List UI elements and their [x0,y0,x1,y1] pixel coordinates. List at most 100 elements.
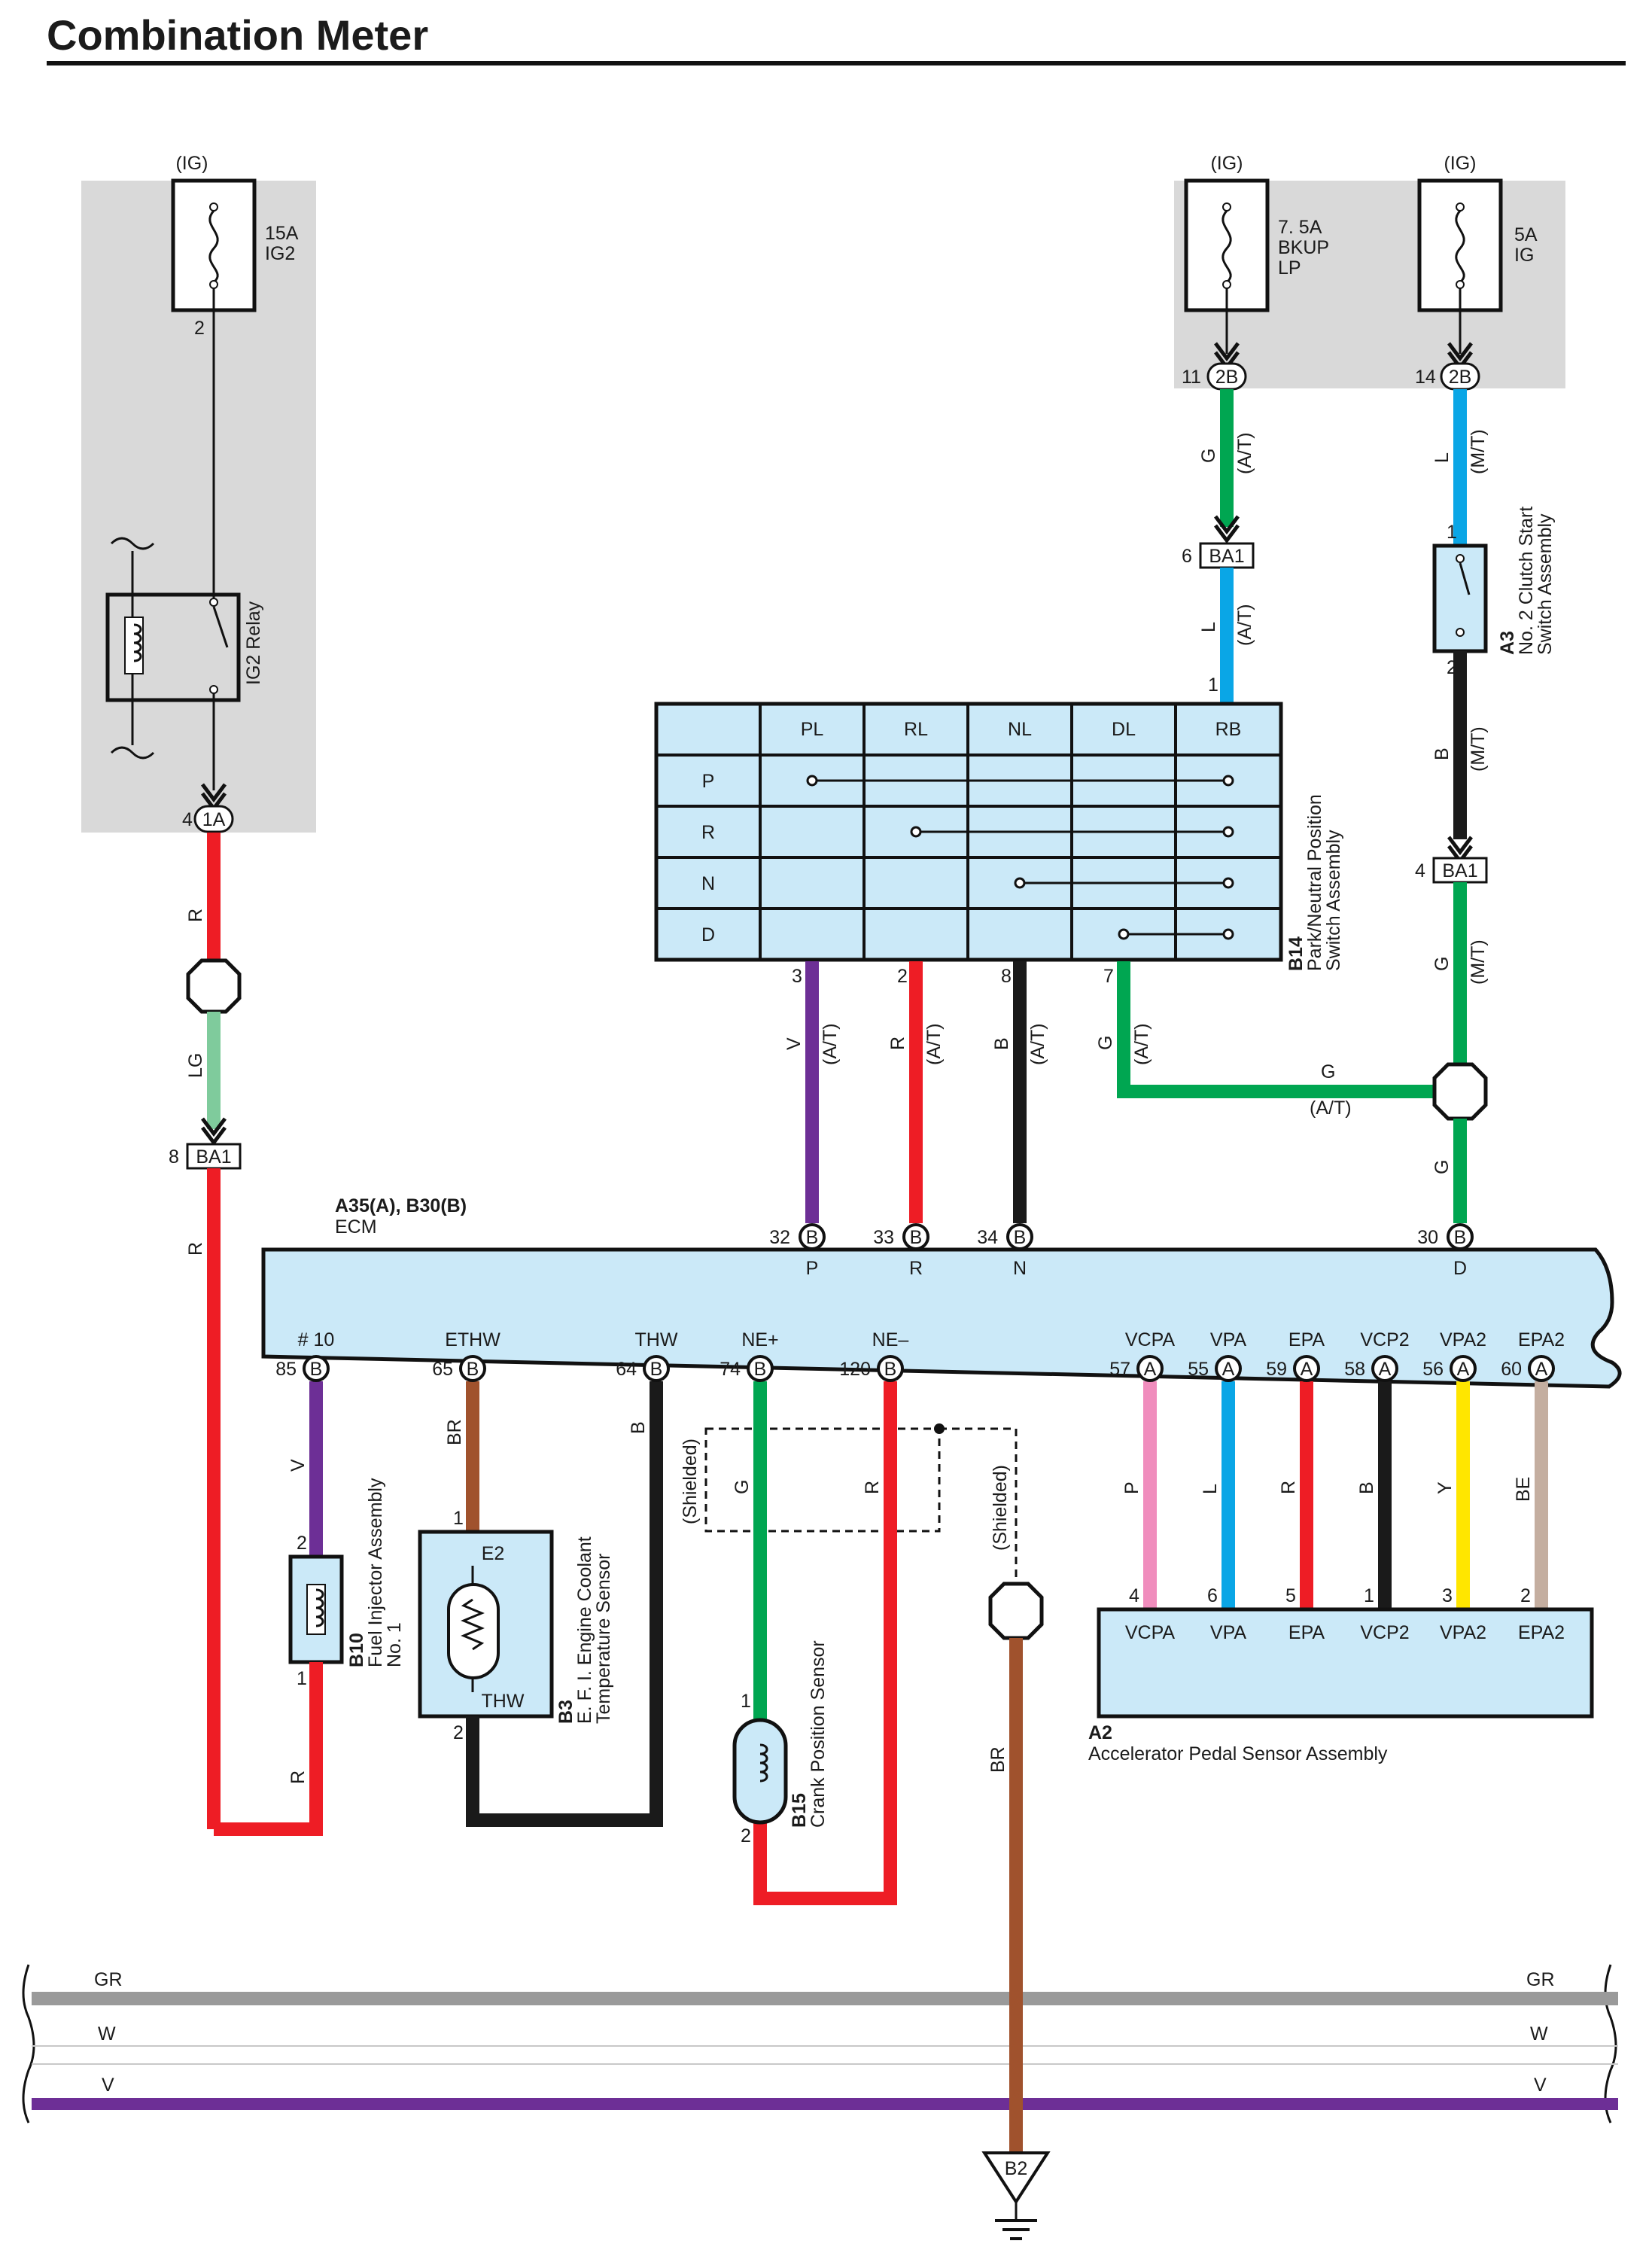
wire-p-label: P [1121,1481,1142,1494]
ecm-code: A35(A), B30(B) [335,1195,467,1216]
pin-circle [1136,1355,1164,1382]
accel-sensor-name: Accelerator Pedal Sensor Assembly [1088,1743,1388,1764]
ground-label: B2 [1005,2158,1028,2179]
wire-r-label: R [185,1242,206,1256]
ecm-body [261,1247,1622,1389]
wire-r-nem [753,1381,897,1905]
bkup-fuse-body [1184,178,1270,312]
switch-contact-icon [1456,628,1465,637]
fuse-terminal-icon [1222,202,1231,212]
coolant-term-top: E2 [482,1543,505,1564]
relay-break-icon [110,537,155,550]
accel-pin: 4 [1129,1585,1139,1606]
pin-conn: B [806,1227,819,1248]
ecm-pin-label: NE+ [741,1329,778,1350]
pin-conn: A [1144,1359,1157,1380]
pin-conn: B [310,1359,323,1380]
wire-r-label: R [288,1770,309,1784]
connector-ba1-top-pin: 6 [1182,546,1192,567]
fuse-element-icon [1455,209,1465,284]
pin-num: 74 [720,1359,741,1380]
bus-gr-label-left: GR [94,1969,123,1990]
wire-br-label: BR [444,1419,465,1445]
connector-ba1-left-label: BA1 [196,1146,231,1168]
pin-num: 58 [1344,1359,1365,1380]
bkup-fuse-rating: 7. 5A [1278,217,1322,238]
accel-term-label: VPA2 [1440,1622,1486,1643]
coolant-sensor-line2: Temperature Sensor [593,1553,614,1724]
ig2-fuse: (IG) 15A IG2 2 [171,153,299,339]
ig2-fuse-pin: 2 [194,318,205,339]
shield-node-icon [934,1423,945,1434]
accel-term-label: VPA [1210,1622,1246,1643]
fuse-element-icon [1222,209,1232,284]
pin-num: 64 [616,1359,637,1380]
continuity-dot-icon [1222,775,1234,787]
pnp-switch-line2: Switch Assembly [1323,830,1344,971]
bkup-fuse-name2: LP [1278,257,1301,279]
crank-sensor-code: B15 [789,1793,810,1828]
ecm-pin-label: VPA [1210,1329,1246,1350]
wire-at-label: (A/T) [1131,1023,1152,1065]
page-title: Combination Meter [47,11,428,59]
pin-num: 65 [432,1359,453,1380]
coil-icon [759,1743,768,1783]
ecm-pin-label: EPA [1288,1329,1325,1350]
ecm-name: ECM [335,1216,377,1238]
clutch-start-switch: 1 2 A3 No. 2 Clutch Start Switch Assembl… [1432,507,1556,678]
pin-label: P [806,1258,819,1279]
pin-circle [747,1355,774,1382]
coolant-sensor-line1: E. F. I. Engine Coolant [574,1536,595,1724]
accel-sensor-body [1097,1607,1594,1719]
fuse-terminal-icon [1456,280,1465,289]
ecm-bottom-pin: A 59 [1266,1355,1320,1382]
accel-term-label: EPA2 [1518,1622,1565,1643]
pnp-col-header: PL [801,719,824,740]
clutch-switch-line2: Switch Assembly [1535,513,1556,655]
relay-contact-icon [209,598,218,607]
wire-g-label: G [1431,957,1453,971]
pin-num: 33 [873,1227,894,1248]
accel-sensor-code: A2 [1088,1722,1112,1743]
pnp-row-header: D [701,924,715,945]
pin-conn: A [1535,1359,1548,1380]
wire-lg-label: LG [185,1053,206,1078]
ecm-pin-label: EPA2 [1518,1329,1565,1350]
ig2-relay: IG2 Relay [105,537,264,760]
injector-pin-bot: 1 [297,1668,307,1689]
splice-junction [1432,1062,1488,1121]
coolant-temp-sensor: E2 THW B3 E. F. I. Engine Coolant Temper… [418,1530,614,1724]
pin-conn: B [884,1359,897,1380]
pin-conn: A [1301,1359,1313,1380]
clutch-switch-line1: No. 2 Clutch Start [1516,507,1537,655]
crank-position-sensor: 1 2 B15 Crank Position Sensor [732,1640,829,1847]
pin-num: 30 [1417,1227,1438,1248]
connector-ba1-top-label: BA1 [1209,546,1244,567]
pin-circle [303,1355,330,1382]
fuse-terminal-icon [209,280,218,289]
ecm-bottom-pin: A 55 [1188,1355,1242,1382]
pin-circle [1450,1355,1477,1382]
ecm-pin-label: VPA2 [1440,1329,1486,1350]
wire-g-label: G [1095,1036,1116,1050]
wire-r-label: R [185,909,206,922]
pin-conn: B [1454,1227,1467,1248]
pin-conn: B [910,1227,923,1248]
shield-drain [939,1427,1018,1611]
pin-circle [643,1355,670,1382]
pnp-col-header: DL [1112,719,1136,740]
ground-triangle-icon [981,2151,1051,2205]
accel-term-label: EPA [1288,1622,1325,1643]
switch-contact-icon [1456,554,1465,563]
continuity-dot-icon [1014,877,1026,889]
pin-label: N [1013,1258,1027,1279]
pin-num: 59 [1266,1359,1287,1380]
accel-term-label: VCP2 [1360,1622,1409,1643]
wire-mt-label: (M/T) [1468,429,1489,474]
continuity-dot-icon [1118,928,1130,940]
ecm-pin-label: THW [635,1329,678,1350]
pin-num: 85 [275,1359,297,1380]
bus-lines: GR GR W W V V [22,1964,1618,2124]
ecm-top-pin: B 34 N [977,1223,1033,1279]
pin-circle [1006,1223,1033,1250]
